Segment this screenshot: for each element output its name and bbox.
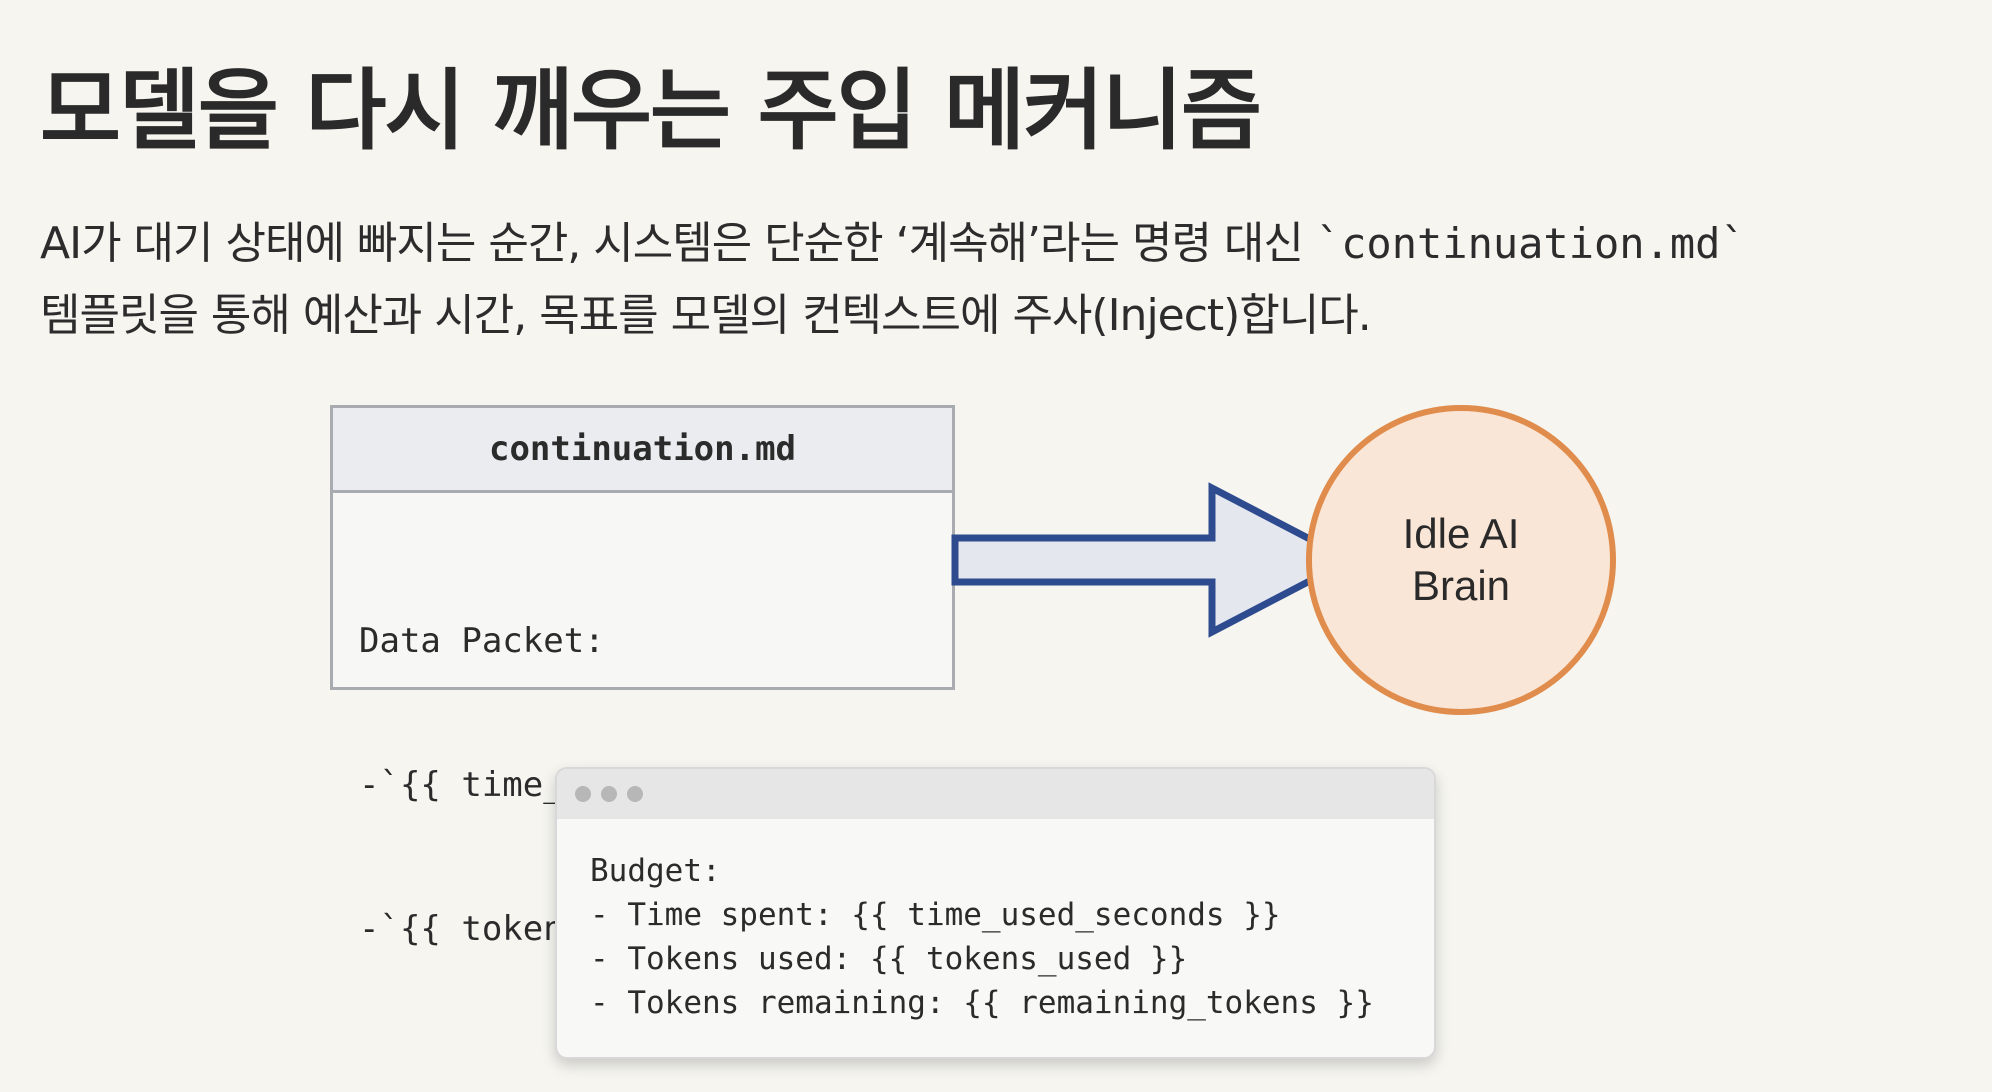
description-line-2: 템플릿을 통해 예산과 시간, 목표를 모델의 컨텍스트에 주사(Inject)… <box>40 290 1372 341</box>
budget-line: Budget: <box>590 853 721 889</box>
continuation-template-box: continuation.md Data Packet: -`{{ time_u… <box>330 405 955 949</box>
budget-line: - Tokens remaining: {{ remaining_tokens … <box>590 985 1374 1021</box>
window-dot-icon <box>601 786 617 802</box>
budget-line: - Time spent: {{ time_used_seconds }} <box>590 897 1281 933</box>
template-line: Data Packet: <box>359 621 605 661</box>
right-arrow-icon <box>951 482 1358 638</box>
slide-description: AI가 대기 상태에 빠지는 순간, 시스템은 단순한 ‘계속해’라는 명령 대… <box>40 208 1746 352</box>
description-code-filename: `continuation.md` <box>1315 219 1746 268</box>
budget-line: - Tokens used: {{ tokens_used }} <box>590 941 1188 977</box>
slide-title: 모델을 다시 깨우는 주입 메커니즘 <box>40 59 1262 162</box>
brain-label-line-1: Idle AI <box>1402 510 1520 557</box>
window-dot-icon <box>627 786 643 802</box>
idle-ai-brain-circle: Idle AI Brain <box>1306 405 1616 715</box>
description-line-1-text: AI가 대기 상태에 빠지는 순간, 시스템은 단순한 ‘계속해’라는 명령 대… <box>40 218 1316 269</box>
window-dot-icon <box>575 786 591 802</box>
brain-label-line-2: Brain <box>1411 562 1511 609</box>
template-box-header: continuation.md <box>333 408 952 493</box>
window-title-bar <box>557 769 1434 819</box>
budget-window: Budget: - Time spent: {{ time_used_secon… <box>555 767 1436 1059</box>
budget-window-body: Budget: - Time spent: {{ time_used_secon… <box>557 819 1434 1025</box>
description-line-1: AI가 대기 상태에 빠지는 순간, 시스템은 단순한 ‘계속해’라는 명령 대… <box>40 208 1746 280</box>
